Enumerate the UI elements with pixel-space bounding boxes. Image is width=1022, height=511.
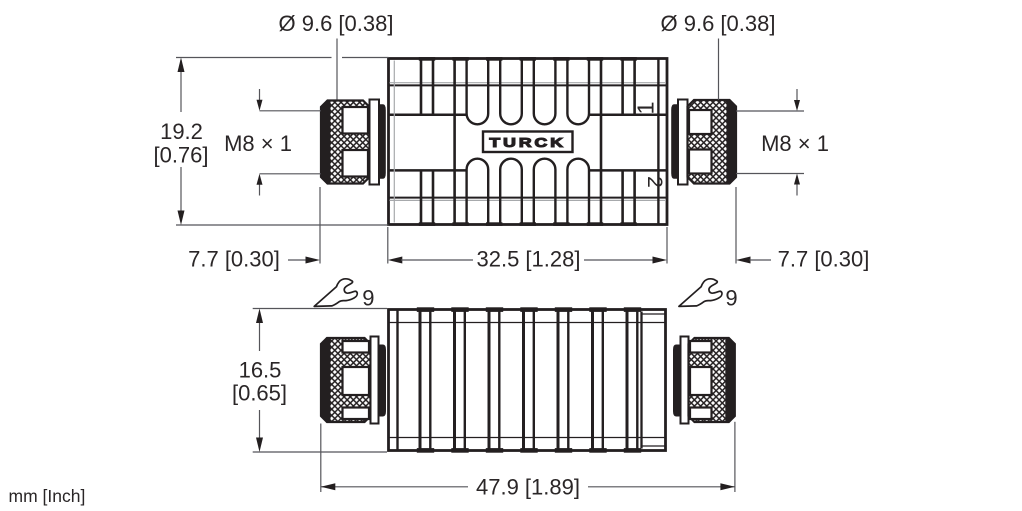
- svg-text:2: 2: [643, 176, 666, 188]
- svg-text:mm [Inch]: mm [Inch]: [9, 486, 86, 506]
- svg-text:7.7 [0.30]: 7.7 [0.30]: [188, 247, 280, 272]
- svg-text:9: 9: [362, 286, 374, 311]
- svg-text:[0.65]: [0.65]: [232, 380, 287, 405]
- svg-text:1: 1: [633, 101, 659, 114]
- svg-text:M8 × 1: M8 × 1: [761, 131, 829, 156]
- svg-text:TURCK: TURCK: [489, 135, 566, 150]
- svg-text:19.2: 19.2: [160, 119, 203, 144]
- svg-text:9: 9: [725, 286, 737, 311]
- svg-text:16.5: 16.5: [239, 358, 282, 383]
- svg-text:47.9 [1.89]: 47.9 [1.89]: [476, 475, 580, 500]
- svg-text:32.5 [1.28]: 32.5 [1.28]: [477, 247, 581, 272]
- svg-text:Ø 9.6 [0.38]: Ø 9.6 [0.38]: [661, 11, 776, 36]
- svg-text:[0.76]: [0.76]: [153, 143, 208, 168]
- svg-text:7.7 [0.30]: 7.7 [0.30]: [778, 247, 870, 272]
- svg-text:Ø 9.6 [0.38]: Ø 9.6 [0.38]: [279, 11, 394, 36]
- svg-text:M8 × 1: M8 × 1: [224, 131, 292, 156]
